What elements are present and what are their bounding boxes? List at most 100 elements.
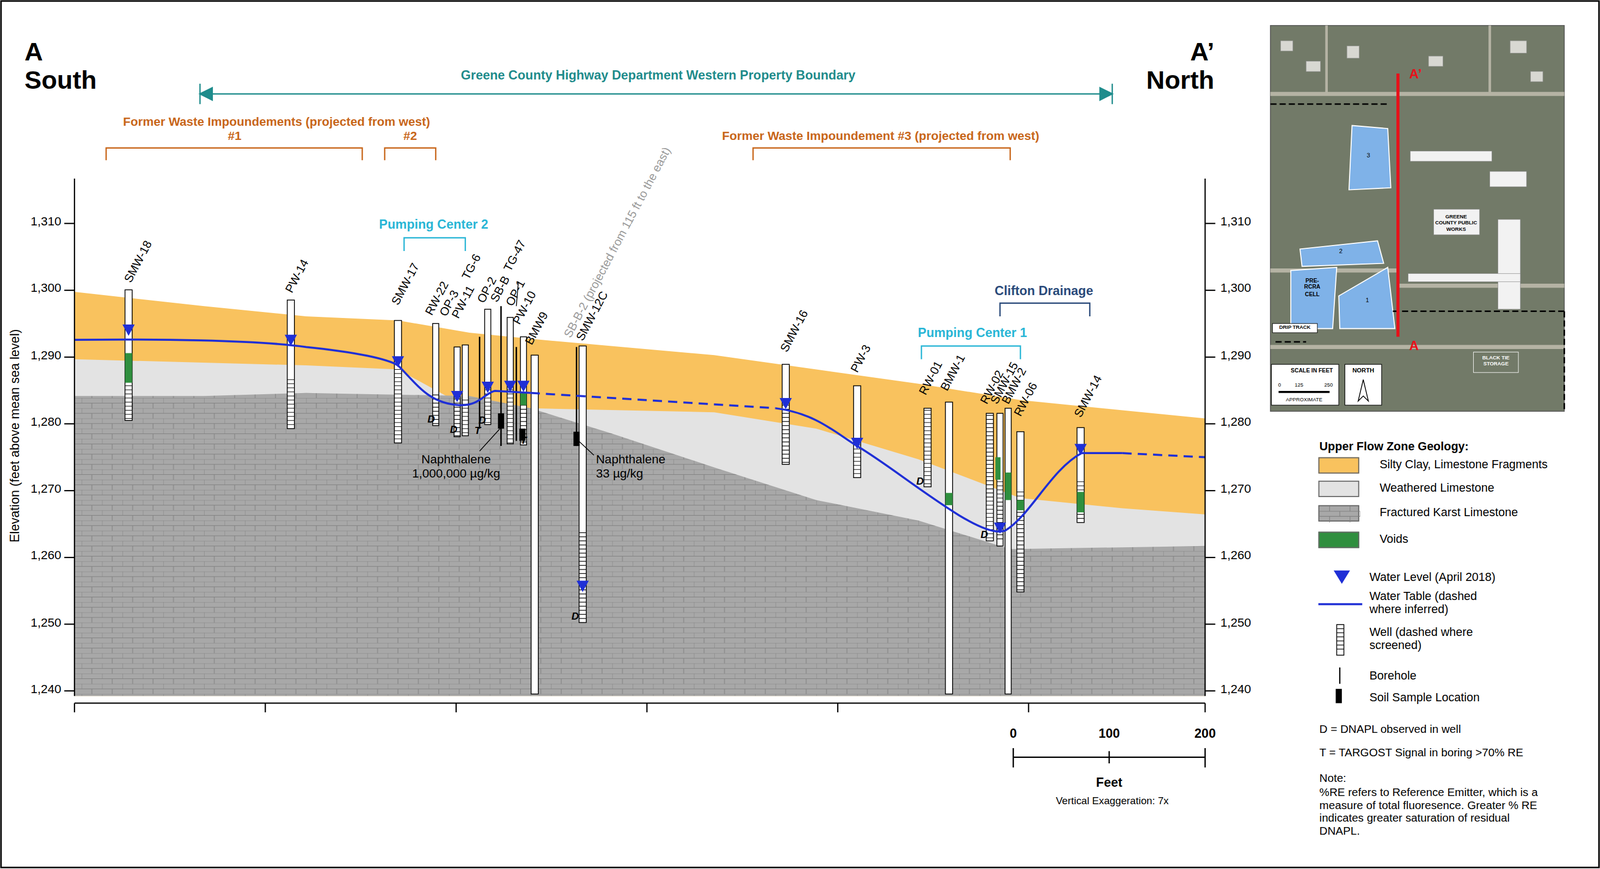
legend-swatch bbox=[1318, 457, 1360, 474]
legend-swatch bbox=[1318, 531, 1360, 549]
well-label: PW-14 bbox=[283, 256, 312, 295]
well-label: BMW-1 bbox=[938, 352, 968, 394]
well-label: PW-3 bbox=[848, 342, 874, 375]
well-label: SB-B-2 (projected from 115 ft to the eas… bbox=[561, 144, 674, 340]
legend-text: Fractured Karst Limestone bbox=[1379, 506, 1518, 520]
soil-sample bbox=[498, 413, 505, 429]
well-screen bbox=[579, 532, 587, 618]
label: Feet bbox=[1095, 775, 1123, 791]
well-casing bbox=[1076, 427, 1084, 523]
well-screen bbox=[394, 369, 402, 439]
void bbox=[945, 492, 953, 505]
soil-sample bbox=[573, 431, 580, 446]
well-casing bbox=[853, 385, 861, 478]
water-level-marker bbox=[504, 380, 517, 392]
label: DRIP TRACK bbox=[1279, 324, 1311, 331]
well-casing bbox=[287, 299, 295, 429]
legend-text: Soil Sample Location bbox=[1369, 690, 1480, 705]
label: #2 bbox=[403, 129, 418, 144]
well-casing bbox=[923, 408, 931, 487]
label: SCALE IN FEET bbox=[1290, 367, 1333, 375]
label: 1,290 bbox=[30, 348, 61, 364]
label: 1,270 bbox=[1220, 482, 1252, 497]
dnapl-marker: D bbox=[916, 475, 924, 488]
label: 1,300 bbox=[1220, 282, 1252, 297]
legend-swatch bbox=[1318, 505, 1360, 522]
label: 0 bbox=[1009, 726, 1017, 742]
well-casing bbox=[462, 345, 469, 437]
well-label: SMW-16 bbox=[777, 307, 812, 354]
water-level-marker bbox=[517, 380, 530, 392]
label: 1,310 bbox=[30, 215, 61, 230]
label: A’ bbox=[1190, 36, 1215, 66]
water-level-marker bbox=[576, 580, 589, 593]
well-casing bbox=[125, 289, 133, 421]
label: 1,260 bbox=[30, 549, 61, 564]
label: BLACK TIE STORAGE bbox=[1475, 354, 1517, 367]
label: 1,300 bbox=[30, 282, 61, 297]
dnapl-marker: D bbox=[427, 413, 435, 426]
label: A’ bbox=[1408, 67, 1422, 83]
swatch-pattern bbox=[1319, 506, 1361, 523]
legend-text: Borehole bbox=[1369, 669, 1416, 684]
label: Clifton Drainage bbox=[994, 283, 1094, 299]
water-level-marker bbox=[122, 324, 135, 336]
label: Upper Flow Zone Geology: bbox=[1319, 439, 1469, 454]
label: 3 bbox=[1366, 151, 1370, 159]
well-casing bbox=[432, 323, 439, 426]
well-label: SMW-17 bbox=[389, 260, 423, 308]
label: 1,250 bbox=[30, 615, 61, 630]
geology-layers bbox=[74, 291, 1206, 696]
well-label: RW-01 bbox=[916, 358, 946, 397]
water-level-marker bbox=[450, 390, 463, 403]
well-casing bbox=[986, 413, 994, 541]
void bbox=[1004, 472, 1011, 501]
label: Former Waste Impoundements (projected fr… bbox=[123, 115, 431, 130]
label: 1,250 bbox=[1220, 615, 1252, 630]
label: Pumping Center 1 bbox=[917, 325, 1027, 341]
well-label: SMW-18 bbox=[121, 238, 156, 285]
concentration-label: Naphthalene 33 µg/kg bbox=[596, 452, 678, 482]
label: A bbox=[24, 36, 44, 66]
legend-text: Weathered Limestone bbox=[1379, 481, 1495, 496]
dnapl-marker: T bbox=[474, 424, 481, 437]
inset-map bbox=[1270, 25, 1565, 412]
label: 1,240 bbox=[1220, 682, 1252, 697]
label: Elevation (feet above mean sea level) bbox=[8, 328, 23, 543]
label: 125 bbox=[1294, 382, 1304, 389]
void bbox=[995, 457, 1001, 480]
well-casing bbox=[1004, 408, 1011, 695]
well-screen bbox=[125, 385, 133, 419]
well-label: TG-47 bbox=[501, 237, 530, 274]
well-casing bbox=[484, 309, 491, 425]
well-screen bbox=[1076, 481, 1084, 519]
label: 0 bbox=[1278, 382, 1281, 389]
well-casing bbox=[1016, 431, 1025, 592]
well-screen bbox=[923, 409, 931, 484]
legend-text: Water Level (April 2018) bbox=[1369, 570, 1496, 585]
legend-swatch bbox=[1318, 480, 1360, 498]
label: 1 bbox=[1365, 296, 1370, 304]
void bbox=[125, 353, 133, 383]
label: T = TARGOST Signal in boring >70% RE bbox=[1319, 745, 1524, 759]
label: 1,270 bbox=[30, 482, 61, 497]
label: D = DNAPL observed in well bbox=[1319, 722, 1462, 736]
label: APPROXIMATE bbox=[1285, 396, 1323, 403]
label: GREENE COUNTY PUBLIC WORKS bbox=[1434, 214, 1478, 232]
legend-symbols bbox=[1318, 570, 1363, 704]
well-screen bbox=[1016, 491, 1025, 590]
dnapl-marker: D bbox=[980, 528, 989, 541]
label: North bbox=[1146, 65, 1215, 95]
dnapl-marker: D bbox=[478, 414, 487, 427]
label: #1 bbox=[228, 129, 242, 144]
label: Greene County Highway Department Western… bbox=[461, 68, 856, 84]
label: Note: bbox=[1319, 771, 1347, 785]
void bbox=[1016, 499, 1025, 511]
well-screen bbox=[287, 379, 295, 425]
label: PRE-RCRA CELL bbox=[1297, 277, 1327, 297]
borehole bbox=[515, 346, 518, 441]
label: 250 bbox=[1324, 382, 1334, 389]
